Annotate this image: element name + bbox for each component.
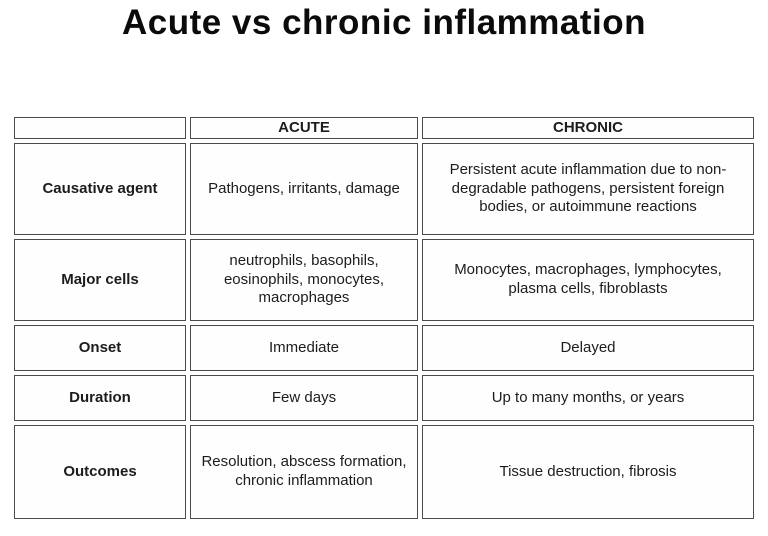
comparison-table: ACUTE CHRONIC Causative agent Pathogens,… bbox=[10, 113, 758, 523]
cell-duration-chronic: Up to many months, or years bbox=[422, 375, 754, 421]
row-label-major-cells: Major cells bbox=[14, 239, 186, 321]
table-row-causative-agent: Causative agent Pathogens, irritants, da… bbox=[14, 143, 754, 235]
cell-major-cells-chronic: Monocytes, macrophages, lymphocytes, pla… bbox=[422, 239, 754, 321]
cell-onset-chronic: Delayed bbox=[422, 325, 754, 371]
column-header-chronic: CHRONIC bbox=[422, 117, 754, 139]
cell-outcomes-acute: Resolution, abscess formation, chronic i… bbox=[190, 425, 418, 519]
page-title: Acute vs chronic inflammation bbox=[121, 3, 647, 42]
cell-causative-acute: Pathogens, irritants, damage bbox=[190, 143, 418, 235]
header-row: ACUTE CHRONIC bbox=[14, 117, 754, 139]
table-row-duration: Duration Few days Up to many months, or … bbox=[14, 375, 754, 421]
cell-outcomes-chronic: Tissue destruction, fibrosis bbox=[422, 425, 754, 519]
row-label-outcomes: Outcomes bbox=[14, 425, 186, 519]
cell-causative-chronic: Persistent acute inflammation due to non… bbox=[422, 143, 754, 235]
table-row-major-cells: Major cells neutrophils, basophils, eosi… bbox=[14, 239, 754, 321]
column-header-acute: ACUTE bbox=[190, 117, 418, 139]
cell-duration-acute: Few days bbox=[190, 375, 418, 421]
row-label-duration: Duration bbox=[14, 375, 186, 421]
table-row-onset: Onset Immediate Delayed bbox=[14, 325, 754, 371]
row-label-causative-agent: Causative agent bbox=[14, 143, 186, 235]
table-row-outcomes: Outcomes Resolution, abscess formation, … bbox=[14, 425, 754, 519]
cell-onset-acute: Immediate bbox=[190, 325, 418, 371]
corner-cell bbox=[14, 117, 186, 139]
row-label-onset: Onset bbox=[14, 325, 186, 371]
cell-major-cells-acute: neutrophils, basophils, eosinophils, mon… bbox=[190, 239, 418, 321]
